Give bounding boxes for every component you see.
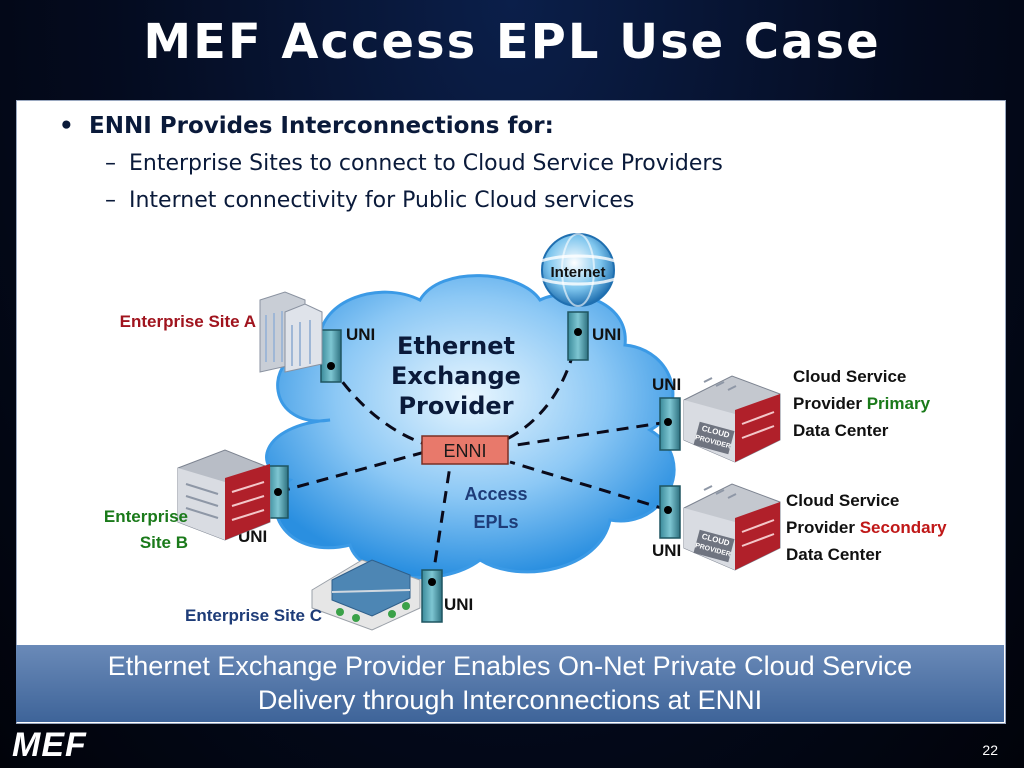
site-c-label: Enterprise Site C [185, 606, 322, 625]
site-b-label-line1: Enterprise [104, 507, 188, 526]
uni-node-site-c [421, 569, 443, 623]
office-tower-icon [259, 291, 323, 373]
enterprise-building-icon [177, 449, 271, 541]
page-number: 22 [982, 742, 998, 758]
banner-line-2: Delivery through Interconnections at ENN… [257, 685, 763, 715]
csp-secondary-provider-text: Provider [786, 518, 860, 537]
cloud-label-line1: Ethernet [397, 332, 515, 360]
uni-label-internet: UNI [592, 325, 621, 344]
cloud-provider-secondary-building-icon [683, 483, 781, 571]
sub-bullet-2: – Internet connectivity for Public Cloud… [41, 188, 723, 213]
uni-node-site-b [267, 465, 289, 519]
uni-label-site-a: UNI [346, 325, 375, 344]
uni-node-site-a [320, 329, 342, 383]
bullet-list: • ENNI Provides Interconnections for: – … [41, 113, 723, 213]
csp-primary-line3: Data Center [793, 421, 889, 440]
sub-bullet-text: Enterprise Sites to connect to Cloud Ser… [129, 151, 723, 176]
csp-secondary-line1: Cloud Service [786, 491, 899, 510]
access-label-line1: Access [464, 484, 527, 504]
site-a-label: Enterprise Site A [120, 312, 256, 331]
cloud-provider-primary-building-icon [683, 375, 781, 463]
csp-secondary-line3: Data Center [786, 545, 882, 564]
cloud-label-line2: Exchange [391, 362, 521, 390]
bullet-heading-text: ENNI Provides Interconnections for: [89, 113, 554, 139]
csp-primary-line1: Cloud Service [793, 367, 906, 386]
slide-title: MEF Access EPL Use Case [143, 14, 881, 70]
bullet-heading: • ENNI Provides Interconnections for: [41, 113, 723, 139]
branch-office-icon [311, 559, 421, 631]
uni-node-primary [659, 397, 681, 451]
uni-label-site-c: UNI [444, 595, 473, 614]
csp-primary-highlight: Primary [867, 394, 931, 413]
csp-secondary-highlight: Secondary [860, 518, 947, 537]
internet-globe-icon [528, 233, 628, 307]
csp-secondary-line2: Provider Secondary [786, 518, 947, 537]
cloud-label-line3: Provider [398, 392, 513, 420]
enni-label: ENNI [443, 441, 486, 461]
uni-node-secondary [659, 485, 681, 539]
sub-bullet-1: – Enterprise Sites to connect to Cloud S… [41, 151, 723, 176]
site-b-label-line2: Site B [140, 533, 188, 552]
bullet-dot-icon: • [59, 113, 74, 139]
access-label-line2: EPLs [473, 512, 518, 532]
enni-box [421, 435, 509, 465]
uni-label-primary: UNI [652, 375, 681, 394]
csp-primary-provider-text: Provider [793, 394, 867, 413]
internet-label: Internet [550, 264, 605, 281]
content-panel: • ENNI Provides Interconnections for: – … [16, 100, 1006, 724]
sub-bullet-text: Internet connectivity for Public Cloud s… [129, 188, 635, 213]
banner-line-1: Ethernet Exchange Provider Enables On-Ne… [107, 651, 913, 681]
dash-icon: – [105, 151, 116, 176]
mef-logo: MEF [12, 726, 87, 764]
summary-banner: Ethernet Exchange Provider Enables On-Ne… [16, 645, 1004, 722]
uni-label-secondary: UNI [652, 541, 681, 560]
csp-primary-line2: Provider Primary [793, 394, 931, 413]
ethernet-exchange-cloud [265, 274, 676, 580]
uni-node-internet [567, 311, 589, 361]
dash-icon: – [105, 188, 116, 213]
